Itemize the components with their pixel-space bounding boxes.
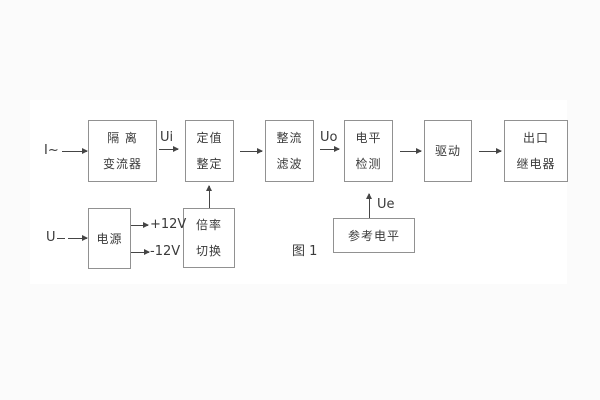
u-input-dash	[57, 238, 65, 239]
block-line: 驱动	[434, 144, 461, 158]
block-line: 变流器	[102, 157, 142, 171]
block-line: 参考电平	[347, 228, 400, 243]
block-line: 滤波	[276, 157, 303, 171]
label-signal-ue: Ue	[377, 197, 395, 212]
ui-signal-arrow	[159, 146, 179, 152]
block-line: 倍率	[195, 218, 222, 232]
label-figure-caption: 图 1	[292, 244, 318, 259]
block-line: 切换	[195, 244, 222, 258]
plus-12v-arrow	[131, 222, 149, 228]
drive-to-relay-arrow	[479, 148, 502, 154]
block-line: 隔 离	[107, 131, 138, 145]
label-input-current: I~	[44, 143, 59, 158]
block-level-detect: 电平检测	[344, 120, 393, 182]
u-input-arrow	[68, 235, 88, 241]
minus-12v-arrow	[131, 249, 150, 255]
label-input-voltage: U	[46, 230, 56, 245]
block-line: 出口	[522, 131, 549, 145]
block-line: 继电器	[516, 157, 556, 171]
block-reference-level: 参考电平	[333, 218, 415, 253]
level-to-drive-arrow	[400, 148, 422, 154]
block-setpoint-setting: 定值整定	[185, 120, 234, 182]
block-multiplier-switch: 倍率切换	[183, 208, 235, 268]
block-line: 检测	[355, 157, 382, 171]
block-rectify-filter: 整流滤波	[265, 120, 314, 182]
setpoint-to-rectify-arrow	[240, 148, 263, 154]
block-power-supply: 电源	[88, 208, 131, 269]
block-line: 电源	[96, 231, 123, 246]
block-line: 定值	[196, 131, 223, 145]
label-plus-12v: +12V	[150, 217, 187, 232]
block-drive: 驱动	[424, 120, 472, 182]
uo-signal-arrow	[320, 146, 340, 152]
input-current-arrow	[62, 148, 88, 154]
block-isolation-converter: 隔 离变流器	[88, 120, 157, 182]
label-signal-ui: Ui	[160, 130, 174, 145]
block-output-relay: 出口继电器	[504, 120, 568, 182]
reference-to-level-arrow	[366, 193, 372, 218]
block-line: 整流	[276, 131, 303, 145]
block-line: 整定	[196, 157, 223, 171]
label-minus-12v: -12V	[150, 244, 181, 259]
multiplier-to-setpoint-arrow	[206, 185, 212, 208]
block-line: 电平	[355, 131, 382, 145]
label-signal-uo: Uo	[320, 130, 338, 145]
